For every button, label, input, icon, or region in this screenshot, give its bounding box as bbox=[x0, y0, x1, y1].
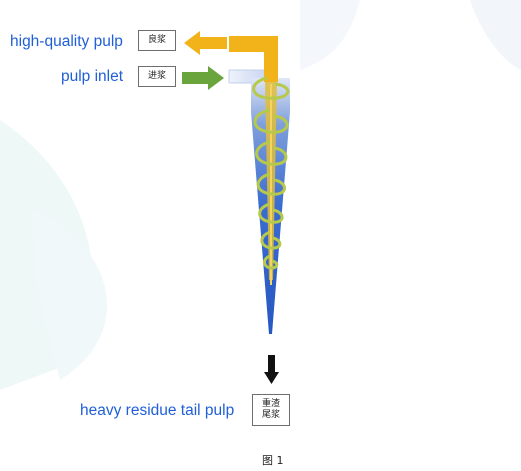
spiral-ring-3 bbox=[255, 140, 288, 166]
spiral-ring-7 bbox=[263, 254, 279, 270]
spiral-ring-6 bbox=[260, 230, 282, 250]
arrow-down-icon bbox=[264, 355, 279, 384]
figure-caption: 图 1 bbox=[262, 454, 284, 467]
inlet-box-text: 进浆 bbox=[147, 71, 166, 81]
arrow-right-icon bbox=[182, 66, 224, 90]
tail-box-text-line2: 尾浆 bbox=[261, 410, 280, 420]
good-pulp-box: 良浆 bbox=[138, 30, 176, 51]
spiral-ring-2 bbox=[253, 108, 289, 134]
tail-box-text-line1: 重渣 bbox=[261, 399, 280, 409]
spiral-ring-4 bbox=[256, 172, 286, 196]
spiral-ring-5 bbox=[258, 202, 284, 224]
inlet-box: 进浆 bbox=[138, 66, 176, 87]
tail-label: heavy residue tail pulp bbox=[80, 402, 235, 419]
tail-box: 重渣 尾浆 bbox=[252, 394, 290, 426]
spiral-flow bbox=[252, 76, 290, 270]
spiral-ring-1 bbox=[252, 76, 290, 100]
good-pulp-label: high-quality pulp bbox=[10, 33, 123, 50]
good-pulp-box-text: 良浆 bbox=[147, 35, 166, 45]
inlet-label: pulp inlet bbox=[61, 68, 124, 85]
overflow-pipe-vertical bbox=[264, 36, 278, 82]
arrow-left-icon bbox=[184, 31, 227, 55]
